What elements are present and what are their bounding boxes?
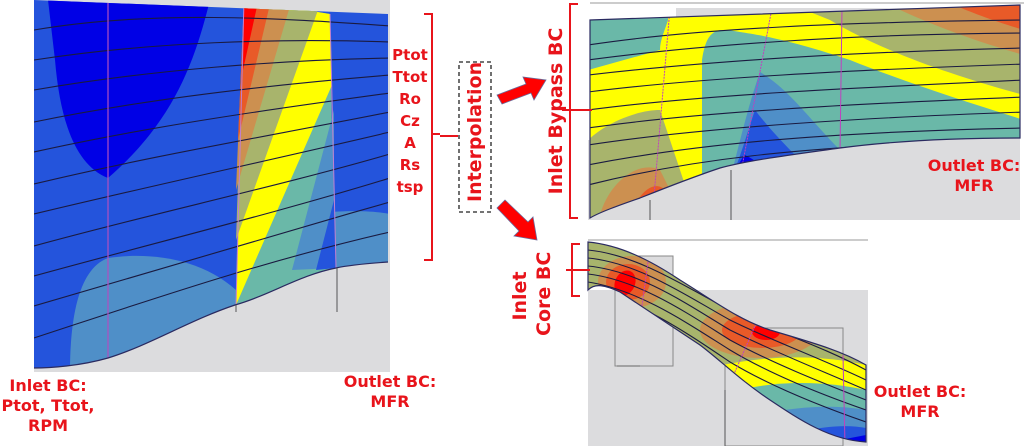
param-rs: Rs bbox=[399, 156, 421, 174]
bypass-inlet-bracket bbox=[562, 3, 578, 219]
bypass-contour-plot bbox=[588, 2, 1024, 220]
core-inlet-bc-label: Inlet Core BC bbox=[508, 251, 556, 336]
param-ttot: Ttot bbox=[392, 68, 428, 86]
param-a: A bbox=[404, 134, 416, 152]
bypass-inlet-bc-label: Inlet Bypass BC bbox=[545, 27, 567, 195]
core-outlet-title: Outlet BC: bbox=[873, 382, 967, 401]
core-inlet-bracket bbox=[566, 243, 580, 297]
transferred-parameters-list: Ptot Ttot Ro Cz A Rs tsp bbox=[390, 44, 430, 198]
interpolation-label: Interpolation bbox=[464, 61, 486, 202]
core-outlet-value: MFR bbox=[900, 402, 940, 421]
core-inlet-line1: Inlet bbox=[509, 271, 531, 321]
left-contour-plot bbox=[33, 0, 390, 372]
param-cz: Cz bbox=[400, 112, 420, 130]
core-outlet-bc-label: Outlet BC: MFR bbox=[870, 382, 970, 422]
outlet-bc-title: Outlet BC: bbox=[343, 372, 437, 391]
outlet-bc-value: MFR bbox=[370, 392, 410, 411]
parameters-bracket bbox=[424, 13, 440, 261]
core-inlet-line2: Core BC bbox=[533, 251, 555, 336]
left-inlet-bc-label: Inlet BC: Ptot, Ttot, RPM bbox=[0, 376, 96, 436]
interpolation-box bbox=[458, 61, 492, 213]
inlet-bc-params: Ptot, Ttot, bbox=[1, 396, 95, 415]
bypass-outlet-title: Outlet BC: bbox=[927, 156, 1021, 175]
param-tsp: tsp bbox=[396, 178, 424, 196]
bypass-outlet-value: MFR bbox=[954, 176, 994, 195]
core-contour-plot bbox=[587, 239, 868, 446]
arrow-to-core-icon bbox=[496, 199, 538, 241]
param-ro: Ro bbox=[399, 90, 421, 108]
inlet-bc-rpm: RPM bbox=[28, 416, 68, 435]
bypass-outlet-bc-label: Outlet BC: MFR bbox=[924, 156, 1024, 196]
param-ptot: Ptot bbox=[392, 46, 428, 64]
inlet-bc-title: Inlet BC: bbox=[9, 376, 87, 395]
left-outlet-bc-label: Outlet BC: MFR bbox=[334, 372, 446, 412]
arrow-to-bypass-icon bbox=[496, 76, 547, 105]
